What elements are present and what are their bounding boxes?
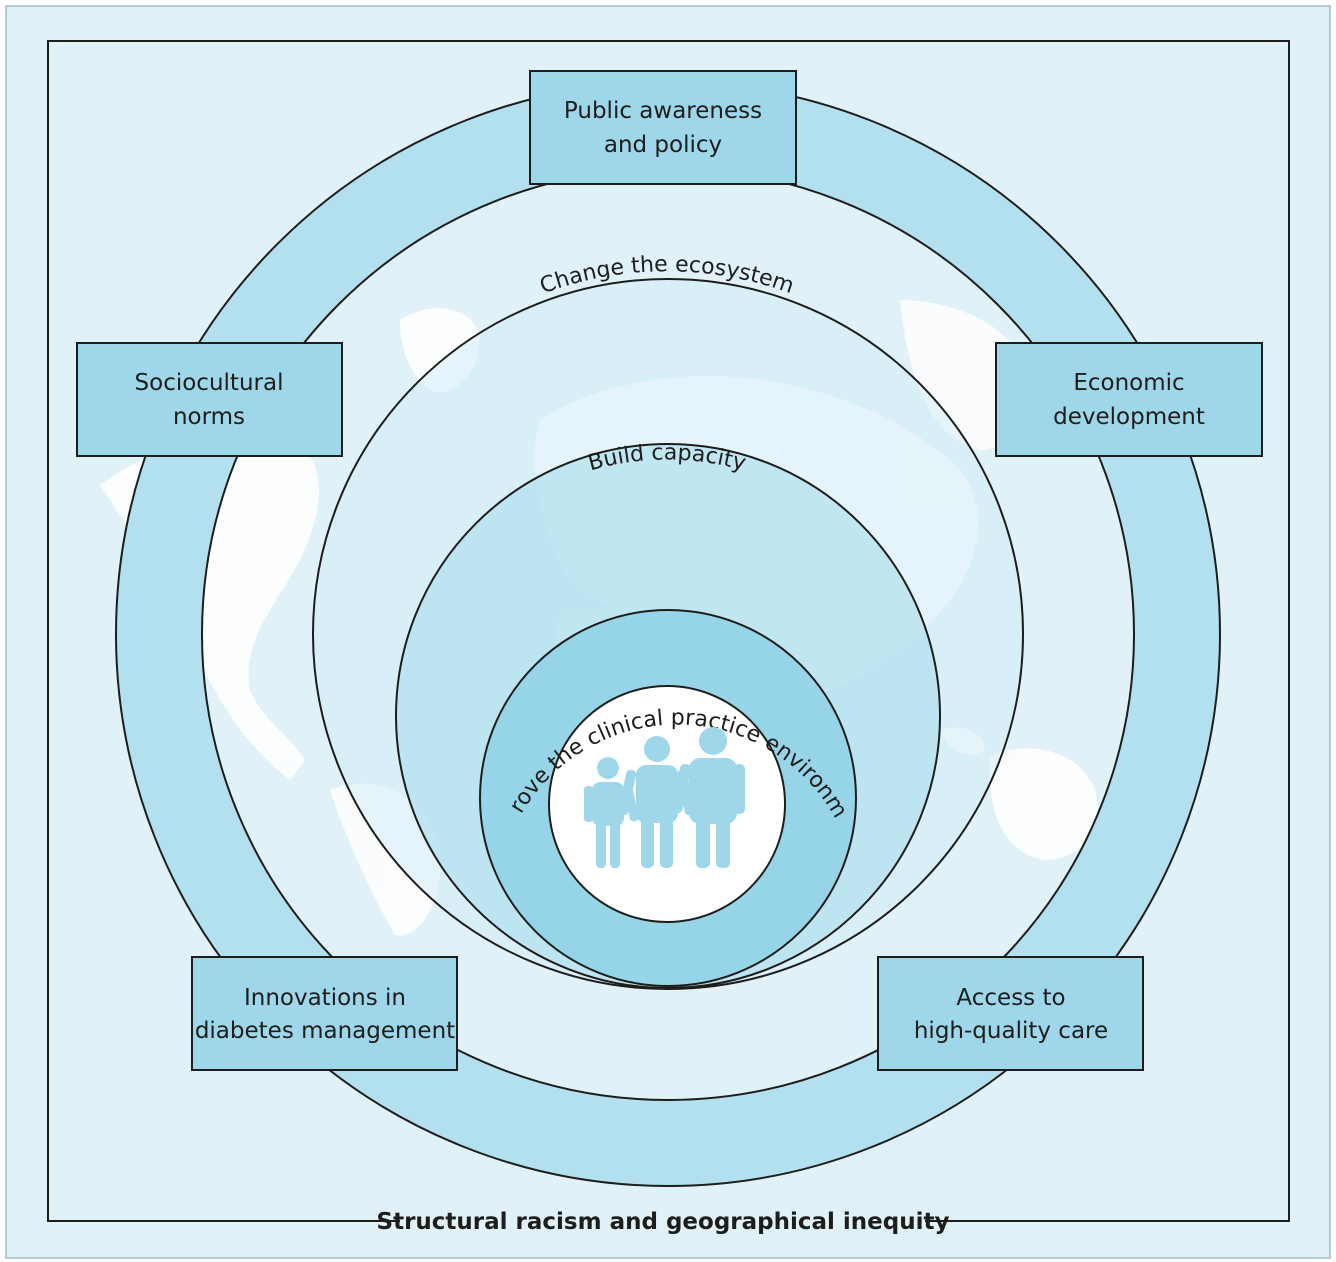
sociocultural-line-2: norms: [173, 404, 245, 430]
innovations-box: Innovations in diabetes management: [191, 956, 458, 1071]
sociocultural-box: Sociocultural norms: [76, 342, 343, 457]
sociocultural-line-1: Sociocultural: [135, 370, 284, 396]
public-awareness-box: Public awareness and policy: [529, 70, 797, 185]
economic-line-2: development: [1053, 404, 1205, 430]
structural-frame: [47, 40, 1290, 1222]
public-awareness-line-1: Public awareness: [564, 98, 762, 124]
frame-label: Structural racism and geographical inequ…: [377, 1209, 950, 1235]
economic-box: Economic development: [995, 342, 1263, 457]
access-line-1: Access to: [956, 985, 1065, 1011]
family-people-icon: [584, 727, 745, 868]
public-awareness-line-2: and policy: [604, 132, 722, 158]
access-line-2: high-quality care: [914, 1018, 1108, 1044]
economic-line-1: Economic: [1073, 370, 1184, 396]
innovations-line-2: diabetes management: [195, 1018, 455, 1044]
innovations-line-1: Innovations in: [244, 985, 406, 1011]
access-box: Access to high-quality care: [877, 956, 1144, 1071]
